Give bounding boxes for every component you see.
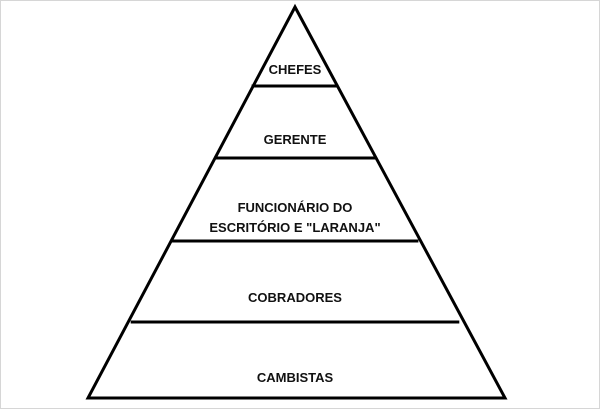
level-label-cobradores: COBRADORES	[248, 290, 342, 305]
level-label-funcionario-line-2: ESCRITÓRIO E "LARANJA"	[209, 220, 380, 235]
pyramid-outline	[85, 3, 508, 400]
level-label-gerente: GERENTE	[264, 132, 327, 147]
level-label-funcionario-line-1: FUNCIONÁRIO DO	[238, 200, 353, 215]
level-label-cambistas: CAMBISTAS	[257, 370, 334, 385]
level-label-chefes: CHEFES	[269, 62, 322, 77]
